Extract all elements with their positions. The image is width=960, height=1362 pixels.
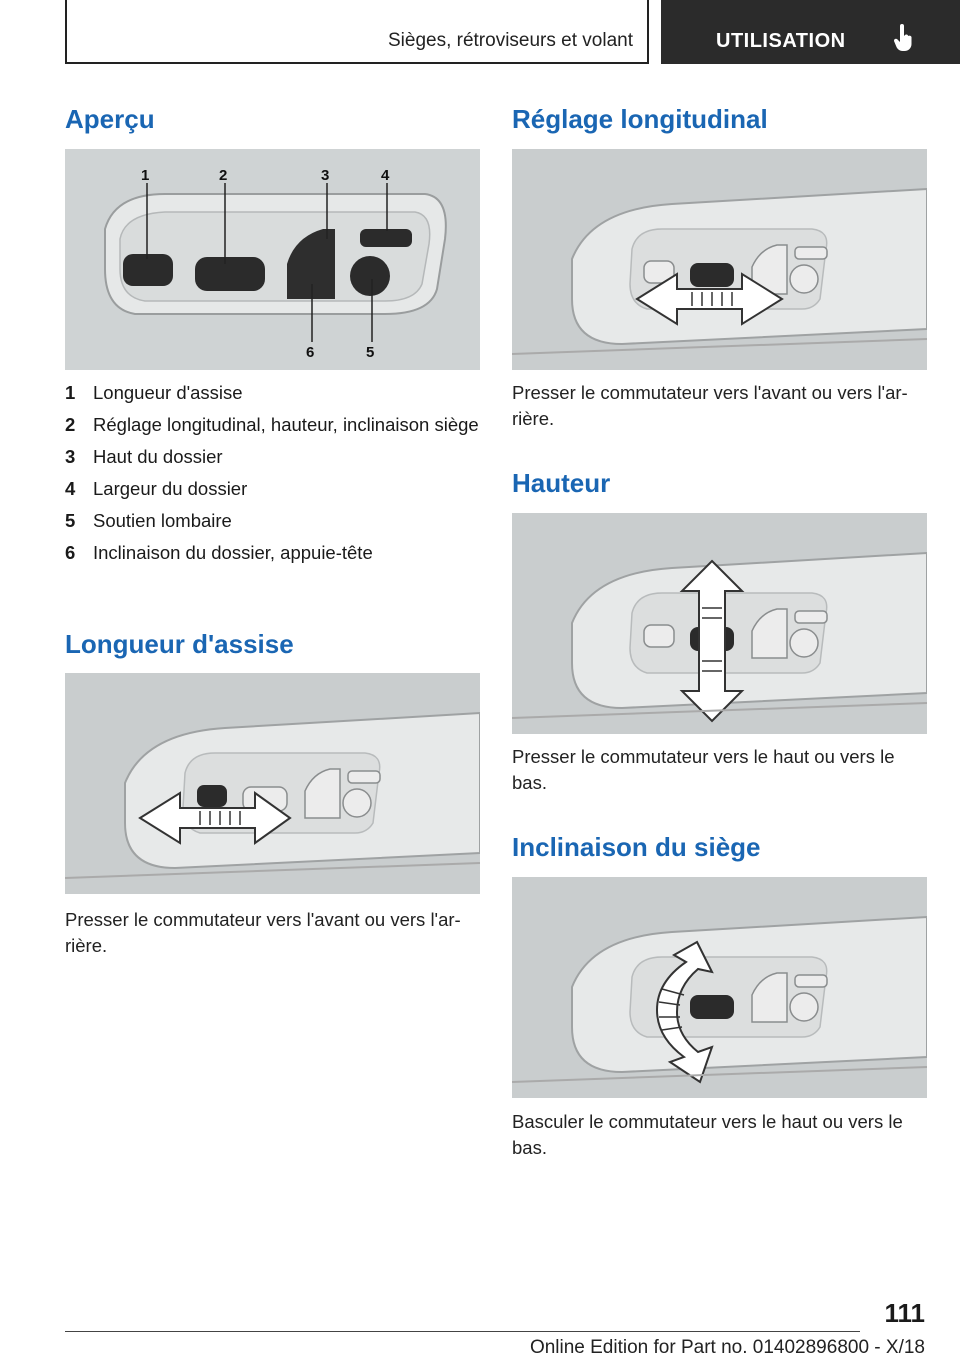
list-item-number: 4	[65, 478, 76, 499]
heading-tilt: Inclinaison du siège	[512, 832, 761, 862]
callout-3: 3	[321, 167, 329, 184]
figure-longitudinal	[512, 149, 927, 370]
list-item-text: Largeur du dossier	[93, 478, 248, 499]
callout-5: 5	[366, 344, 374, 361]
list-item: 1 Longueur d'assise	[65, 380, 485, 405]
heading-seat-length: Longueur d'assise	[65, 629, 294, 659]
figure-overview: 1 2 3 4 6 5	[65, 149, 480, 370]
hand-pointer-icon	[893, 24, 912, 51]
list-item: 4 Largeur du dossier	[65, 476, 485, 501]
list-item-number: 3	[65, 446, 76, 467]
callout-1: 1	[141, 167, 149, 184]
list-item-text: Haut du dossier	[93, 446, 223, 467]
list-item-text: Réglage longitudinal, hauteur, inclinais…	[93, 414, 479, 435]
callout-list: 1 Longueur d'assise 2 Réglage longitudinal…	[65, 380, 485, 572]
list-item-text: Longueur d'assise	[93, 382, 243, 403]
list-item-number: 2	[65, 414, 76, 435]
page-number: 111	[884, 1298, 925, 1328]
tilt-instruction: Basculer le commutateur vers le haut ou …	[512, 1111, 903, 1158]
figure-tilt	[512, 877, 927, 1098]
list-item: 2 Réglage longitudinal, hauteur, inclinai…	[65, 412, 485, 437]
callout-4: 4	[381, 167, 390, 184]
heading-overview: Aperçu	[65, 104, 155, 134]
running-header: Sièges, rétroviseurs et volant	[65, 0, 649, 64]
heading-height: Hauteur	[512, 468, 611, 498]
list-item-text: Inclinaison du dossier, appuie-tête	[93, 542, 373, 563]
list-item-number: 5	[65, 510, 76, 531]
figure-seat-length	[65, 673, 480, 894]
height-instruction: Presser le commutateur vers le haut ou v…	[512, 746, 895, 793]
list-item: 5 Soutien lombaire	[65, 508, 485, 533]
chapter-tab: UTILISATION	[661, 0, 960, 64]
list-item: 3 Haut du dossier	[65, 444, 485, 469]
list-item: 6 Inclinaison du dossier, appuie-tête	[65, 540, 485, 565]
longitudinal-instruction: Presser le commutateur vers l'avant ou v…	[512, 382, 908, 429]
list-item-number: 6	[65, 542, 76, 563]
figure-height	[512, 513, 927, 734]
callout-6: 6	[306, 344, 314, 361]
callout-2: 2	[219, 167, 227, 184]
heading-longitudinal: Réglage longitudinal	[512, 104, 768, 134]
seat-length-instruction: Presser le commutateur vers l'avant ou v…	[65, 909, 461, 956]
chapter-title: UTILISATION	[716, 30, 846, 52]
list-item-text: Soutien lombaire	[93, 510, 232, 531]
list-item-number: 1	[65, 382, 76, 403]
footer-edition: Online Edition for Part no. 01402896800 …	[529, 1337, 925, 1358]
section-title: Sièges, rétroviseurs et volant	[387, 30, 633, 51]
footer-divider	[65, 1331, 860, 1332]
